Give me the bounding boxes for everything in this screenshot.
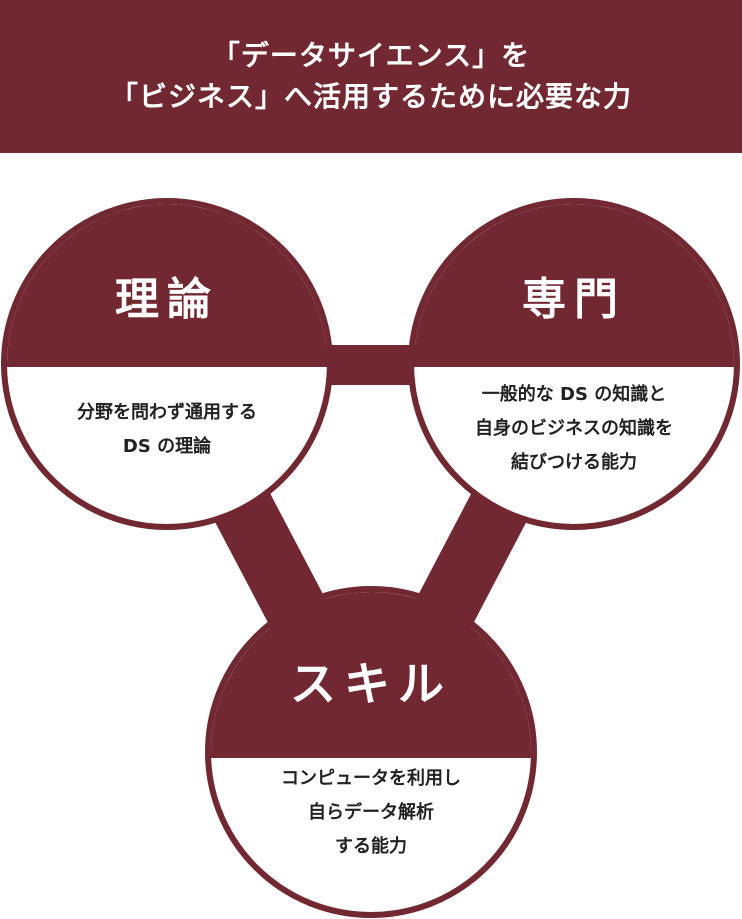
node-specialty-desc-line3: 結びつける能力 xyxy=(511,452,637,473)
node-skill-desc: コンピュータを利用し 自らデータ解析 する能力 xyxy=(241,762,501,864)
node-skill-title: スキル xyxy=(290,657,452,711)
node-skill-desc-line1: コンピュータを利用し xyxy=(281,768,461,789)
node-theory-desc-line2: DS の理論 xyxy=(122,436,212,457)
node-theory-desc-line1: 分野を問わず通用する xyxy=(77,402,257,423)
node-specialty-desc-line2: 自身のビジネスの知識を xyxy=(475,418,673,439)
node-theory-title: 理論 xyxy=(115,274,219,325)
node-specialty-title: 専門 xyxy=(522,274,626,325)
node-skill-desc-line3: する能力 xyxy=(335,836,407,857)
header-title-line2: 「ビジネス」へ活用するために必要な力 xyxy=(109,79,632,113)
node-specialty-desc: 一般的な DS の知識と 自身のビジネスの知識を 結びつける能力 xyxy=(444,378,704,480)
node-skill xyxy=(205,586,537,918)
node-skill-desc-line2: 自らデータ解析 xyxy=(308,802,434,823)
header-title-line1: 「データサイエンス」を xyxy=(211,38,531,72)
node-specialty-desc-line1: 一般的な DS の知識と xyxy=(481,384,667,405)
node-theory-desc: 分野を問わず通用する DS の理論 xyxy=(42,396,292,464)
header-banner: 「データサイエンス」を 「ビジネス」へ活用するために必要な力 xyxy=(0,0,742,153)
